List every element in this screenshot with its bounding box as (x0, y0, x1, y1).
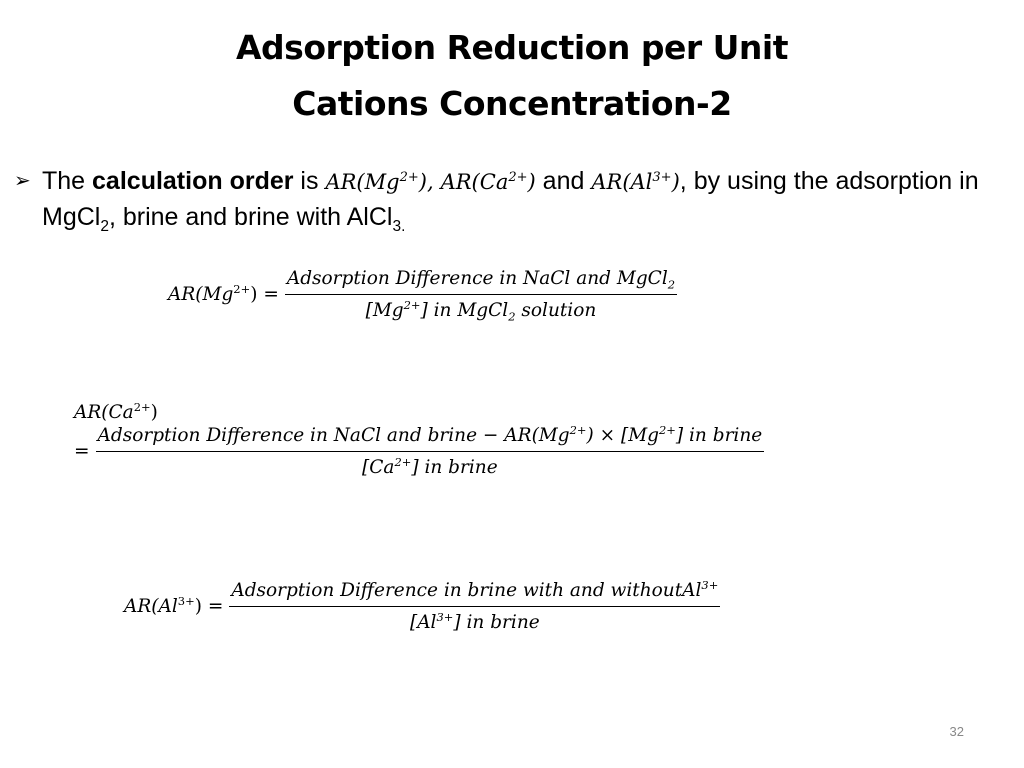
math-text: [Mg (365, 300, 404, 321)
math-superscript: 2+ (403, 297, 421, 312)
math-subscript: 2 (508, 309, 516, 324)
math-text: AR(Al (591, 170, 653, 194)
fraction: Adsorption Dif​ference in NaCl and brine… (95, 422, 765, 478)
math-superscript: 2+ (399, 170, 419, 185)
math-text: ) (671, 170, 680, 194)
math-text: ) = (250, 284, 279, 305)
equation-ar-ca: AR(Ca2+) = Adsorption Dif​ference in NaC… (74, 399, 765, 478)
bullet-text-part: is (293, 167, 326, 195)
math-text: ] in brine (411, 457, 498, 478)
math-text: ] in MgCl (420, 300, 509, 321)
math-superscript: 2+ (508, 170, 528, 185)
math-superscript: 3+ (701, 577, 719, 592)
slide-title-line1: Adsorption Reduction per Unit (236, 28, 788, 67)
math-superscript: 2+ (659, 422, 676, 437)
math-text: ) (527, 170, 536, 194)
math-text: AR(Mg (168, 284, 234, 305)
math-text: Adsorption Dif​ference in NaCl and brine… (97, 425, 570, 446)
equation-lhs: AR(Mg2+) = (168, 281, 279, 305)
math-superscript: 2+ (133, 399, 151, 414)
fraction-denominator: [Mg2+] in MgCl2 solution (285, 295, 677, 324)
equation-lhs: AR(Al3+) = (124, 593, 224, 617)
bullet-text: The calculation order is AR(Mg2+), AR(Ca… (42, 164, 1004, 235)
math-superscript: 3+ (652, 170, 672, 185)
math-superscript: 3+ (436, 609, 454, 624)
equals-sign: = (74, 441, 90, 462)
math-text: [Ca (362, 457, 395, 478)
math-text: ) = (194, 596, 224, 617)
math-text: solution (515, 300, 597, 321)
math-subscript: 2 (667, 277, 676, 292)
slide-title: Adsorption Reduction per Unit Cations Co… (0, 20, 1024, 132)
fraction-numerator: Adsorption Dif​ference in brine with and… (229, 577, 721, 607)
fraction-denominator: [Ca2+] in brine (96, 452, 765, 478)
math-superscript: 3+ (177, 593, 195, 608)
inline-math-ar-mg: AR(Mg2+), (325, 170, 433, 194)
page-number: 32 (949, 724, 964, 739)
math-text: [Al (409, 612, 437, 633)
math-text: ), (418, 170, 434, 194)
fraction-denominator: [Al3+] in brine (229, 607, 720, 633)
math-text: Adsorption Dif​ference in brine with and… (231, 580, 702, 601)
bullet-text-part: and (535, 167, 592, 195)
equation-ar-al: AR(Al3+) = Adsorption Dif​ference in bri… (124, 577, 721, 633)
arrow-bullet-icon: ➢ (14, 170, 31, 192)
equation-lhs: AR(Ca2+) (74, 399, 764, 423)
math-superscript: 2+ (394, 454, 412, 469)
fraction: Adsorption Dif​ference in brine with and… (229, 577, 721, 633)
equation-ar-mg: AR(Mg2+) = Adsorption Dif​ference in NaC… (168, 268, 678, 324)
fraction: Adsorption Dif​ference in NaCl and MgCl2… (284, 268, 678, 324)
math-text: ] in brine (453, 612, 540, 633)
slide-title-line2: Cations Concentration-2 (292, 84, 732, 123)
fraction-numerator: Adsorption Dif​ference in NaCl and brine… (95, 422, 765, 452)
fraction-numerator: Adsorption Dif​ference in NaCl and MgCl2 (284, 268, 678, 295)
math-text: AR(Ca (440, 170, 509, 194)
subscript: 2 (100, 218, 109, 235)
inline-math-ar-al: AR(Al3+) (591, 170, 679, 194)
math-text: Adsorption Dif​ference in NaCl and MgCl (286, 268, 668, 289)
math-superscript: 2+ (569, 422, 587, 437)
inline-math-ar-ca: AR(Ca2+) (441, 170, 536, 194)
math-superscript: 2+ (233, 281, 251, 296)
bullet-bold-text: calculation order (92, 167, 294, 195)
math-text: ) (150, 402, 158, 423)
math-text: AR(Mg (325, 170, 400, 194)
math-text: AR(Ca (74, 402, 134, 423)
math-text: AR(Al (124, 596, 178, 617)
math-text: ) × [Mg (586, 425, 659, 446)
math-text: ] in brine (675, 425, 763, 446)
bullet-text-part: , brine and brine with AlCl (108, 203, 393, 231)
bullet-text-part: , by using the adsorption in MgCl (42, 167, 979, 231)
bullet-text-part: The (42, 167, 93, 195)
bullet-point: ➢ The calculation order is AR(Mg2+), AR(… (14, 164, 1004, 235)
subscript: 3. (392, 218, 406, 235)
